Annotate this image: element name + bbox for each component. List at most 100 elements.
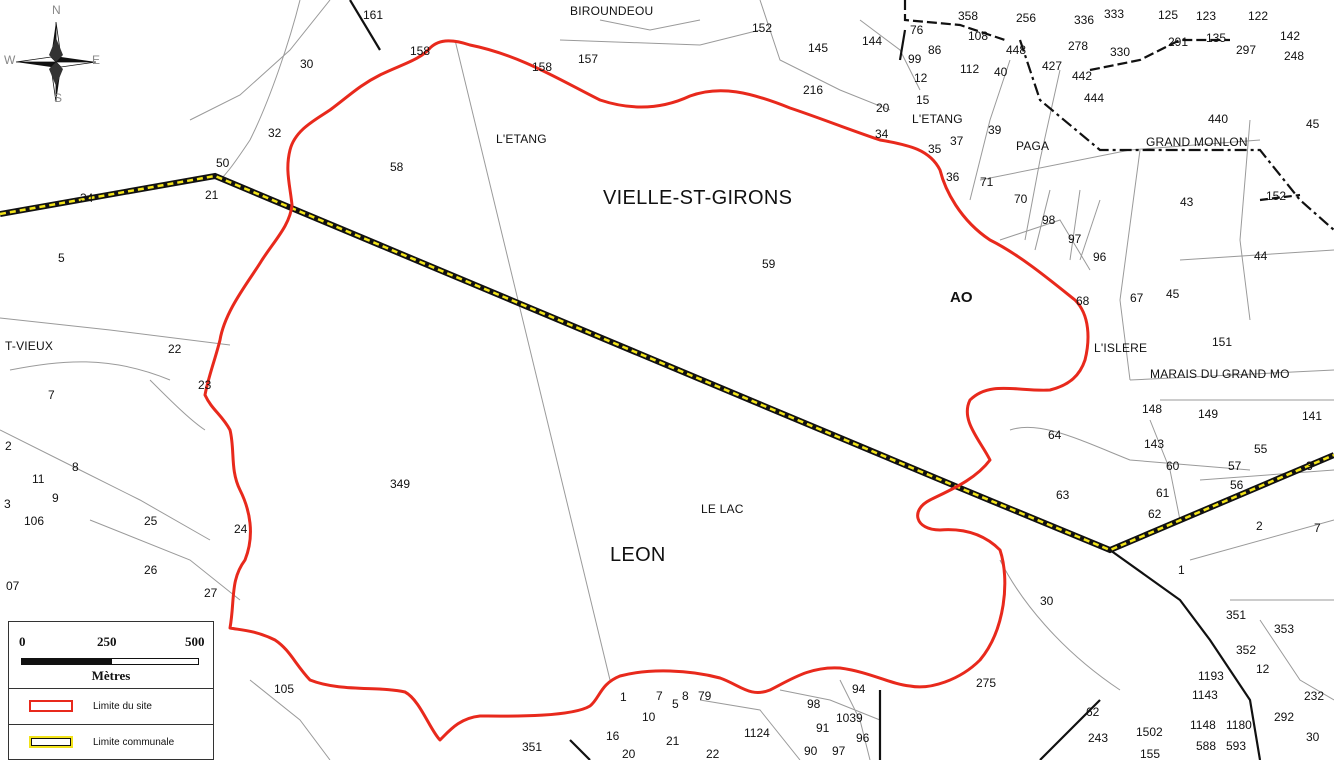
parcel-number: 94 <box>852 682 866 696</box>
parcel-number: 26 <box>144 563 158 577</box>
parcel-number: 152 <box>752 21 773 35</box>
section-lines <box>349 0 1334 760</box>
parcel-number: 62 <box>1148 507 1162 521</box>
legend-item-commune-boundary: Limite communale <box>9 724 213 760</box>
parcel-number: 122 <box>1248 9 1269 23</box>
parcel-number: 61 <box>1156 486 1170 500</box>
parcel-number: 50 <box>216 156 230 170</box>
parcel-number: 333 <box>1104 7 1125 21</box>
parcel-number: 248 <box>1284 49 1305 63</box>
parcel-number: 106 <box>24 514 45 528</box>
parcel-number: 148 <box>1142 402 1163 416</box>
parcel-number: 448 <box>1006 43 1027 57</box>
parcel-number: 45 <box>1166 287 1180 301</box>
parcel-number: 36 <box>946 170 960 184</box>
parcel-number: 07 <box>6 579 20 593</box>
parcel-number: 68 <box>1076 294 1090 308</box>
parcel-number: 7 <box>48 388 55 402</box>
parcel-number: 155 <box>1140 747 1161 760</box>
parcel-number: 588 <box>1196 739 1217 753</box>
compass-south-label: S <box>54 91 63 105</box>
map-legend: 0 250 500 Mètres Limite du site Limite c… <box>8 621 214 760</box>
site-boundary <box>203 39 1090 742</box>
parcel-number: 67 <box>1130 291 1144 305</box>
parcel-number: 161 <box>363 8 384 22</box>
legend-item-label: Limite communale <box>93 737 175 748</box>
parcel-number: 135 <box>1206 31 1227 45</box>
place-label: L'ETANG <box>912 112 963 126</box>
parcel-number: 59 <box>762 257 776 271</box>
parcel-number: 1 <box>1178 563 1185 577</box>
parcel-number: 275 <box>976 676 997 690</box>
parcel-number: 105 <box>274 682 295 696</box>
parcel-number: 123 <box>1196 9 1217 23</box>
parcel-number: 37 <box>950 134 964 148</box>
compass-north-label: N <box>52 3 61 17</box>
parcel-number: 158 <box>532 60 553 74</box>
legend-item-label: Limite du site <box>93 701 152 712</box>
parcel-number: 3 <box>1306 459 1313 473</box>
parcel-number: 3 <box>4 497 11 511</box>
parcel-number: 145 <box>808 41 829 55</box>
parcel-number: 58 <box>390 160 404 174</box>
parcel-number: 25 <box>144 514 158 528</box>
parcel-number: 9 <box>52 491 59 505</box>
parcel-number: 1143 <box>1192 688 1218 702</box>
parcel-number: 40 <box>994 65 1008 79</box>
scale-tick-label: 0 <box>19 634 26 649</box>
parcel-number: 330 <box>1110 45 1131 59</box>
parcel-number: 1148 <box>1190 718 1216 732</box>
parcel-number: 297 <box>1236 43 1257 57</box>
parcel-number: 20 <box>876 101 890 115</box>
parcel-number: 57 <box>1228 459 1242 473</box>
parcel-number: 353 <box>1274 622 1295 636</box>
place-label: PAGA <box>1016 139 1050 153</box>
parcel-number: 86 <box>928 43 942 57</box>
parcel-number: 141 <box>1302 409 1323 423</box>
parcel-number: 64 <box>1048 428 1062 442</box>
parcel-number: 97 <box>832 744 846 758</box>
parcel-number: 27 <box>204 586 218 600</box>
parcel-number: 1502 <box>1136 725 1163 739</box>
parcel-number: 21 <box>666 734 680 748</box>
legend-item-site-boundary: Limite du site <box>9 688 213 725</box>
parcel-number: 11 <box>32 472 45 486</box>
legend-swatch-yellow <box>29 736 73 748</box>
place-label: LE LAC <box>701 502 744 516</box>
parcel-number: 8 <box>682 689 689 703</box>
scale-unit-label: Mètres <box>91 668 131 683</box>
parcel-number: 90 <box>804 744 818 758</box>
scale-bar: 0 250 500 Mètres <box>9 622 213 689</box>
commune-boundary <box>0 172 1334 554</box>
parcel-number: 243 <box>1088 731 1109 745</box>
parcel-number: 1039 <box>836 711 863 725</box>
parcel-number: 349 <box>390 477 411 491</box>
parcel-number: 23 <box>198 378 212 392</box>
parcel-number: 216 <box>803 83 824 97</box>
parcel-number: 44 <box>1254 249 1268 263</box>
place-label: MARAIS DU GRAND MO <box>1150 367 1290 381</box>
parcel-number: 5 <box>58 251 65 265</box>
parcel-number: 143 <box>1144 437 1165 451</box>
parcel-number: 151 <box>1212 335 1233 349</box>
parcel-number: 35 <box>928 142 942 156</box>
parcel-number: 39 <box>988 123 1002 137</box>
parcel-number: 56 <box>1230 478 1244 492</box>
parcel-number: 10 <box>642 710 656 724</box>
parcel-number: 351 <box>1226 608 1247 622</box>
parcel-number: 278 <box>1068 39 1089 53</box>
parcel-number: 30 <box>1306 730 1320 744</box>
parcel-number: 98 <box>807 697 821 711</box>
parcel-number: 21 <box>205 188 219 202</box>
parcel-number: 43 <box>1180 195 1194 209</box>
parcel-number: 8 <box>72 460 79 474</box>
place-label: T-VIEUX <box>5 339 54 353</box>
parcel-number: 22 <box>168 342 182 356</box>
parcel-number: 34 <box>80 191 94 205</box>
parcel-number: 71 <box>980 175 994 189</box>
parcel-number: 97 <box>1068 232 1082 246</box>
parcel-number: 1193 <box>1198 669 1224 683</box>
parcel-number: 108 <box>968 29 989 43</box>
